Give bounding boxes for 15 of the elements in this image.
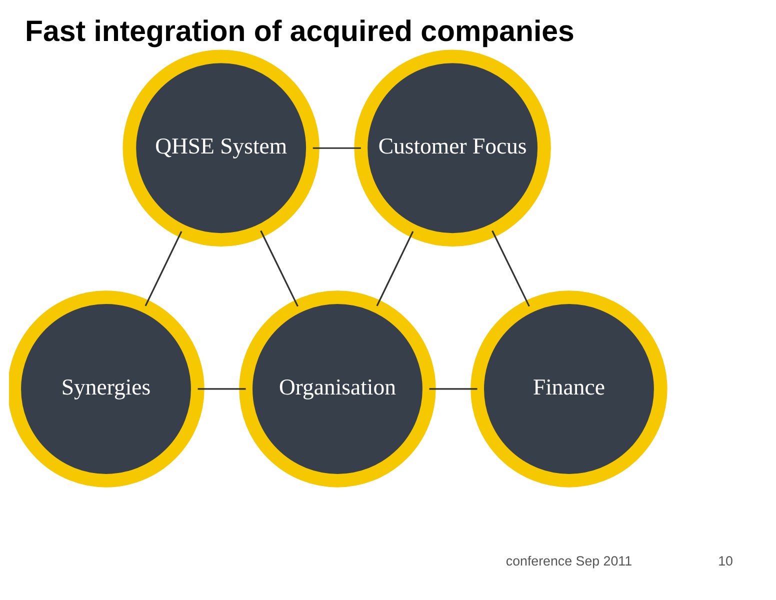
diagram-title: Fast integration of acquired companies bbox=[25, 15, 574, 48]
node-circle: QHSE System bbox=[122, 50, 320, 246]
connector bbox=[260, 230, 298, 307]
node-circle: Customer Focus bbox=[354, 50, 551, 246]
connector bbox=[492, 230, 530, 307]
connector bbox=[144, 231, 182, 306]
label: conference Sep 2011 bbox=[506, 554, 632, 569]
label: 10 bbox=[718, 554, 733, 569]
connector bbox=[198, 388, 246, 390]
node-circle: Finance bbox=[470, 290, 668, 488]
connector bbox=[312, 147, 361, 149]
node-circle: Organisation bbox=[239, 290, 436, 488]
node-circle: Synergies bbox=[9, 290, 204, 488]
connector bbox=[429, 388, 478, 390]
connector bbox=[376, 231, 414, 306]
